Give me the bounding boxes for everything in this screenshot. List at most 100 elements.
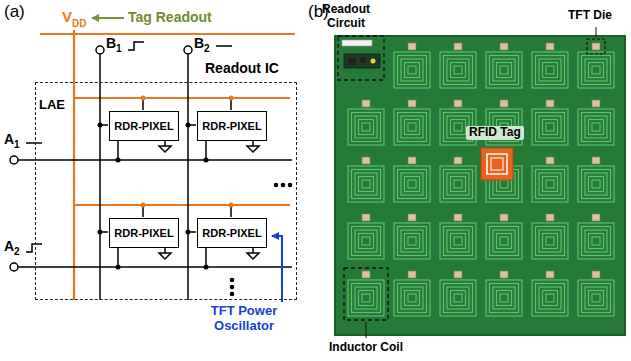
- tft-die: [500, 271, 508, 278]
- tft-die: [546, 157, 554, 164]
- pixel-label: RDR-PIXEL: [202, 120, 261, 132]
- inductor-coil: [440, 280, 476, 316]
- callout-label: RFID Tag: [466, 126, 524, 140]
- region-label: LAE: [39, 97, 65, 112]
- inductor-coil: [348, 223, 384, 259]
- tft-die: [546, 214, 554, 221]
- signal-name: Tag Readout: [128, 9, 212, 25]
- inductor-coil: [394, 280, 430, 316]
- subscript: 2: [204, 43, 210, 55]
- rfid-antenna: [491, 158, 503, 170]
- signal-name: A: [4, 238, 14, 254]
- inductor-coil: [394, 166, 430, 202]
- readout-arrow: [92, 17, 124, 19]
- tft-die: [500, 214, 508, 221]
- block-name: Readout IC: [205, 60, 279, 76]
- tft-die: [454, 100, 462, 107]
- lae-region: LAE RDR-PIXEL RDR-PIXEL RDR-PIXEL RDR-PIXEL: [35, 82, 297, 300]
- pixel-label: RDR-PIXEL: [114, 227, 173, 239]
- tft-die: [592, 43, 600, 50]
- tft-die: [592, 157, 600, 164]
- header-connector: [342, 40, 372, 46]
- leader-line: [596, 27, 597, 37]
- inductor-coil: [486, 280, 522, 316]
- inductor-coil: [440, 166, 476, 202]
- column-lines: [96, 42, 232, 300]
- callout-box: [338, 36, 384, 80]
- callout-box: [587, 39, 605, 54]
- pixel-box: RDR-PIXEL: [197, 111, 267, 141]
- subscript: DD: [72, 18, 86, 30]
- pixel-box: RDR-PIXEL: [109, 111, 179, 141]
- inductor-coil: [486, 52, 522, 88]
- tft-die: [362, 214, 370, 221]
- inductor-coil: [532, 280, 568, 316]
- tft-die: [546, 43, 554, 50]
- tft-die: [546, 271, 554, 278]
- inductor-coil: [578, 52, 614, 88]
- readout-pcb: [344, 54, 380, 68]
- pixel-box: RDR-PIXEL: [197, 218, 267, 248]
- leader-line: [366, 322, 367, 338]
- tft-die: [408, 214, 416, 221]
- callout-label: Inductor Coil: [329, 341, 403, 355]
- subscript: 1: [14, 139, 20, 151]
- tft-die: [408, 271, 416, 278]
- tft-die: [408, 43, 416, 50]
- rfid-antenna: [487, 154, 507, 174]
- tft-die: [362, 157, 370, 164]
- chip: [360, 57, 366, 63]
- tft-die: [500, 43, 508, 50]
- tft-die: [592, 100, 600, 107]
- inductor-coil: [532, 223, 568, 259]
- tft-die: [362, 100, 370, 107]
- subscript: 2: [14, 246, 20, 258]
- row-lines: [10, 143, 292, 271]
- inductor-coil: [486, 223, 522, 259]
- tft-die: [454, 271, 462, 278]
- inductor-coil: [578, 280, 614, 316]
- inductor-coil: [348, 109, 384, 145]
- callout-box: [344, 268, 388, 320]
- inductor-coil: [394, 223, 430, 259]
- tft-die: [546, 100, 554, 107]
- chip: [348, 57, 356, 65]
- signal-name: B: [106, 35, 116, 51]
- inductor-coil: [394, 109, 430, 145]
- tft-die: [408, 100, 416, 107]
- tft-die: [592, 271, 600, 278]
- panel-letter: (a): [4, 2, 25, 22]
- signal-name: B: [194, 35, 204, 51]
- subscript: 1: [116, 43, 122, 55]
- vdd-lines: [40, 30, 295, 300]
- signal-name: A: [4, 131, 14, 147]
- pcb-board: [335, 36, 625, 335]
- inductor-coil: [394, 52, 430, 88]
- oscillator-pointer: [272, 236, 282, 302]
- tft-die: [454, 157, 462, 164]
- supply-name: V: [62, 8, 72, 25]
- led: [371, 59, 376, 64]
- callout-label: TFT Die: [568, 9, 612, 23]
- callout-label: Readout Circuit: [314, 3, 378, 31]
- pixel-box: RDR-PIXEL: [109, 218, 179, 248]
- pixel-label: RDR-PIXEL: [202, 227, 261, 239]
- tft-die: [500, 100, 508, 107]
- tft-die: [592, 214, 600, 221]
- inductor-coil: [578, 166, 614, 202]
- tft-die: [362, 271, 370, 278]
- inductor-coil: [578, 109, 614, 145]
- tft-die: [408, 157, 416, 164]
- tft-die: [454, 214, 462, 221]
- inductor-coil: [578, 223, 614, 259]
- inductor-coil: [348, 280, 384, 316]
- pixel-label: RDR-PIXEL: [114, 120, 173, 132]
- rfid-tag: [481, 148, 513, 180]
- inductor-coil: [440, 52, 476, 88]
- inductor-coil: [348, 166, 384, 202]
- inductor-coil: [532, 52, 568, 88]
- inductor-coil: [440, 223, 476, 259]
- callout-label: TFT Power Oscillator: [196, 304, 292, 334]
